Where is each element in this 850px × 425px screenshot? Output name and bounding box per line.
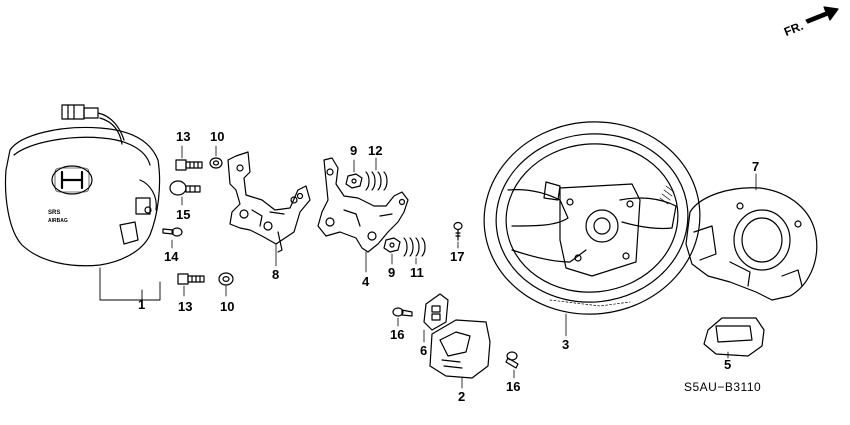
callout-bolt-upper: 13	[176, 129, 191, 144]
callout-steering-wheel: 3	[562, 337, 570, 352]
callout-bracket-right: 4	[362, 274, 370, 289]
rear-cover-drawing	[685, 173, 818, 301]
callout-rear-cover: 7	[752, 159, 760, 174]
bolt-collar-drawing	[169, 180, 201, 206]
nut-upper-drawing	[345, 159, 363, 189]
washer-lower-drawing	[218, 272, 234, 297]
screw-left-drawing	[162, 227, 183, 249]
callout-switch-small: 6	[420, 343, 428, 358]
callout-screw-left: 14	[164, 249, 179, 264]
emblem-text: SRS	[48, 210, 61, 216]
spring-lower-drawing	[403, 237, 426, 265]
bracket-left-drawing	[227, 151, 311, 267]
bolt-upper-drawing	[175, 145, 203, 171]
callout-screw-bottom-left: 16	[390, 327, 405, 342]
bolt-lower-drawing	[177, 273, 205, 297]
callout-spring-upper: 12	[368, 143, 383, 158]
steering-wheel-drawing	[483, 121, 701, 337]
callout-bolt-collar: 15	[176, 207, 191, 222]
emblem-subtext: AIRBAG	[48, 218, 68, 224]
screw-bottom-right-drawing	[505, 351, 519, 379]
bracket-right-drawing	[317, 157, 409, 273]
callout-nut-lower: 9	[388, 265, 396, 280]
spring-upper-drawing	[365, 157, 388, 191]
lower-cover-drawing	[703, 317, 765, 359]
callout-washer-lower: 10	[220, 299, 235, 314]
callout-washer-upper: 10	[210, 129, 225, 144]
callout-bracket-left: 8	[272, 267, 280, 282]
screw-bottom-left-drawing	[392, 307, 413, 327]
nut-lower-drawing	[383, 237, 401, 265]
switch-cover-drawing	[429, 319, 491, 389]
diagram-code: S5AU−B3110	[684, 380, 762, 394]
callout-bolt-lower: 13	[178, 299, 193, 314]
callout-airbag-module: 1	[138, 297, 146, 312]
callout-cover-lower: 5	[724, 357, 732, 372]
front-direction-arrow-icon	[805, 6, 839, 24]
screw-small-drawing	[453, 221, 463, 249]
switch-small-drawing	[423, 293, 449, 343]
callout-nut-upper: 9	[350, 143, 358, 158]
callout-screw-bottom-right: 16	[506, 379, 521, 394]
callout-switch-cover: 2	[458, 389, 466, 404]
callout-spring-lower: 11	[410, 265, 424, 280]
callout-screw-small: 17	[450, 249, 465, 264]
washer-upper-drawing	[209, 145, 223, 169]
airbag-module-drawing	[4, 104, 161, 301]
